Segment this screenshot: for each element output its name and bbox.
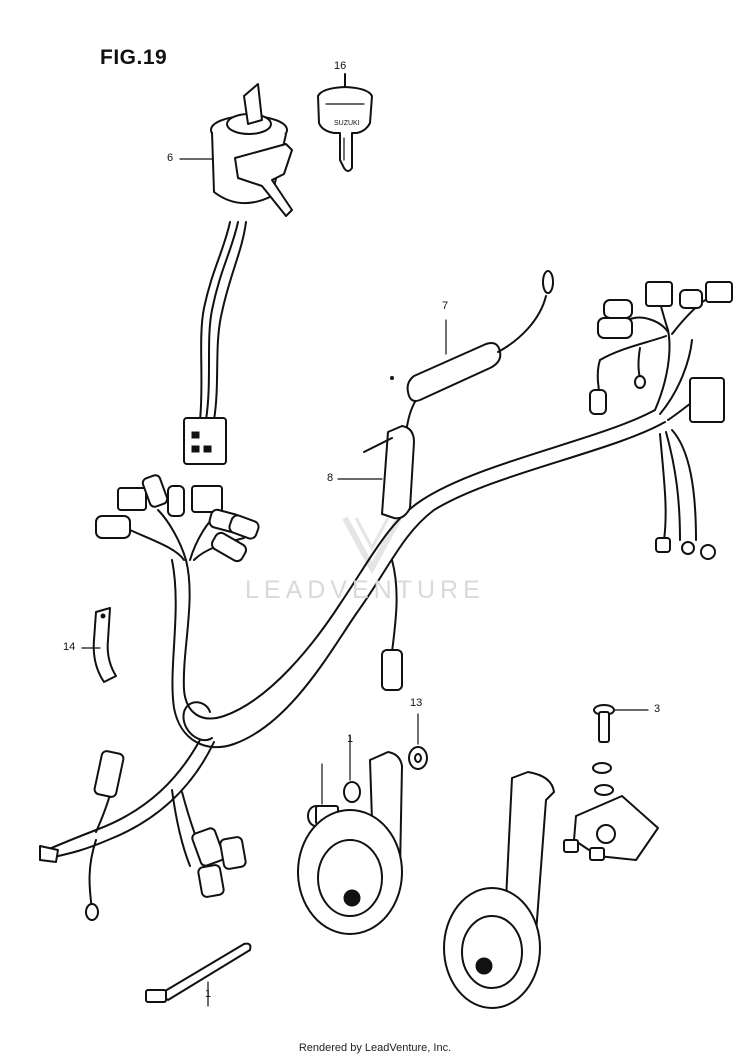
footer-credit: Rendered by LeadVenture, Inc.	[298, 1042, 452, 1054]
callout-7: 7	[442, 300, 449, 312]
clamp-part	[337, 425, 415, 520]
callout-1-upper: 1	[347, 733, 354, 745]
ignition-switch-part	[179, 83, 293, 465]
callout-16: 16	[334, 60, 347, 72]
callout-3: 3	[654, 703, 661, 715]
callout-8: 8	[327, 472, 334, 484]
horn-part	[443, 771, 555, 1009]
callout-1-lower: 1	[205, 988, 212, 1000]
watermark-text: LEADVENTURE	[245, 576, 485, 604]
callout-13: 13	[410, 697, 423, 709]
wiring-harness-part	[39, 281, 733, 921]
strap-part	[81, 607, 117, 683]
cable-tie-part	[145, 942, 252, 1007]
figure-title: FIG.19	[100, 46, 168, 69]
callout-6: 6	[167, 152, 174, 164]
relay-part	[563, 704, 659, 861]
key-stamp: SUZUKI	[334, 120, 360, 127]
watermark-logo-icon	[342, 516, 402, 575]
resistor-part	[390, 270, 554, 402]
key-part: SUZUKI	[317, 73, 373, 172]
callout-14: 14	[63, 641, 76, 653]
washer-part	[408, 713, 428, 770]
horn-part	[297, 735, 403, 935]
